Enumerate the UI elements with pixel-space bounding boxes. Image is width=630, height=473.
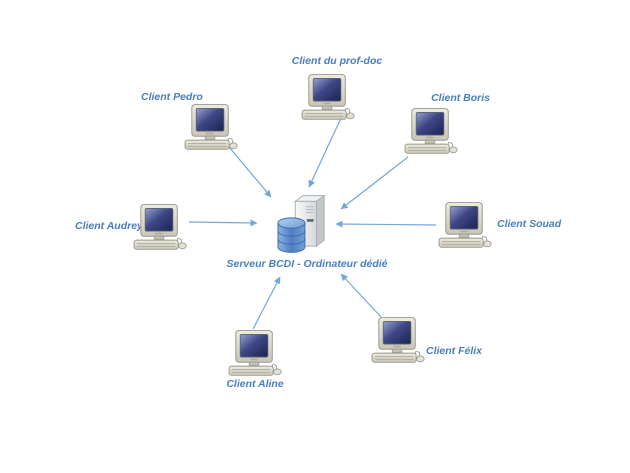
desktop-computer-icon (301, 74, 355, 122)
desktop-computer-icon (228, 330, 282, 378)
client-node-felix: Client Félix (371, 316, 483, 364)
arrow-felix-to-server (340, 273, 382, 318)
desktop-computer-icon (371, 317, 425, 365)
server-node: Serveur BCDI - Ordinateur dédié (226, 193, 388, 273)
arrow-prof-doc-to-server (308, 115, 343, 188)
client-label-felix: Client Félix (426, 345, 483, 357)
desktop-computer-icon (184, 104, 238, 152)
arrow-boris-to-server (340, 156, 409, 210)
client-label-boris: Client Boris (431, 92, 490, 104)
server-database-icon (277, 193, 329, 255)
client-node-aline: Client Aline (226, 330, 284, 392)
client-node-prof-doc: Client du prof-doc (292, 55, 382, 118)
client-node-boris: Client Boris (404, 92, 490, 155)
client-node-souad: Client Souad (438, 202, 561, 250)
desktop-computer-icon (438, 202, 492, 250)
client-label-souad: Client Souad (497, 218, 562, 230)
client-label-aline: Client Aline (226, 378, 284, 390)
arrow-audrey-to-server (188, 219, 258, 227)
desktop-computer-icon (404, 108, 458, 156)
desktop-computer-icon (133, 204, 187, 252)
client-node-pedro: Client Pedro (140, 91, 240, 153)
client-label-prof-doc: Client du prof-doc (291, 55, 383, 67)
client-node-audrey: Client Audrey (75, 204, 187, 252)
arrow-souad-to-server (335, 220, 437, 228)
arrow-pedro-to-server (223, 140, 272, 198)
client-label-pedro: Client Pedro (141, 91, 203, 103)
arrow-aline-to-server (252, 276, 281, 330)
client-label-audrey: Client Audrey (75, 220, 143, 232)
server-label: Serveur BCDI - Ordinateur dédié (226, 258, 388, 270)
